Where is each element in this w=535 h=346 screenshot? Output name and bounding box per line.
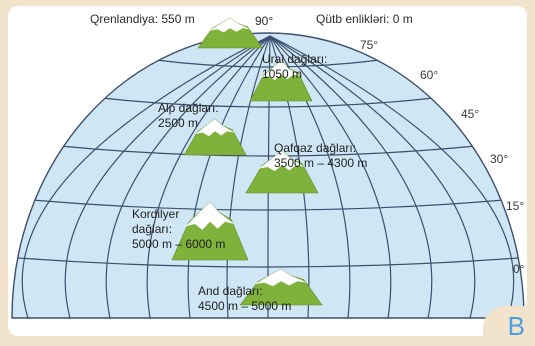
meridian-line [269, 35, 476, 318]
greenland-mountain [197, 17, 263, 49]
andes-mountain [239, 268, 323, 306]
parallel-line [101, 97, 435, 108]
andes-label: And dağları:4500 m – 5000 m [198, 284, 292, 313]
meridian-line [21, 35, 271, 318]
meridian-line [269, 35, 433, 318]
polar-latitudes-label: Qütb enlikləri: 0 m [316, 12, 413, 26]
latitude-label-45: 45° [461, 107, 480, 121]
latitude-label-60: 60° [420, 68, 439, 82]
meridian-line [64, 35, 271, 318]
ural-mountains-label: Ural dağları:1050 m [262, 52, 328, 81]
caucasus-mountains-label: Qafqaz dağları:3500 m – 4300 m [274, 141, 368, 170]
latitude-label-30: 30° [490, 152, 509, 166]
meridian-line [187, 35, 271, 318]
mountain-symbols [171, 17, 323, 306]
meridian-line [146, 35, 271, 318]
latitude-label-0: 0° [513, 262, 525, 276]
caucasus-mountain [245, 150, 319, 194]
cordillera-mountain [171, 201, 249, 261]
latitude-label-15: 15° [506, 199, 525, 213]
meridian-line [105, 35, 271, 318]
alps-label: Alp dağları:2500 m [158, 101, 219, 130]
section-badge: B [483, 306, 535, 346]
latitude-label-75: 75° [360, 38, 379, 52]
section-badge-letter: B [507, 311, 525, 341]
ural-mountain [249, 60, 313, 102]
meridian-line [269, 35, 392, 318]
greenland-label: Qrenlandiya: 550 m [90, 12, 195, 26]
meridian-line [269, 35, 515, 318]
pole-latitude-label: 90° [255, 14, 274, 28]
meridian-line [226, 35, 271, 318]
parallel-line [155, 59, 381, 68]
alps-mountain [183, 118, 247, 156]
